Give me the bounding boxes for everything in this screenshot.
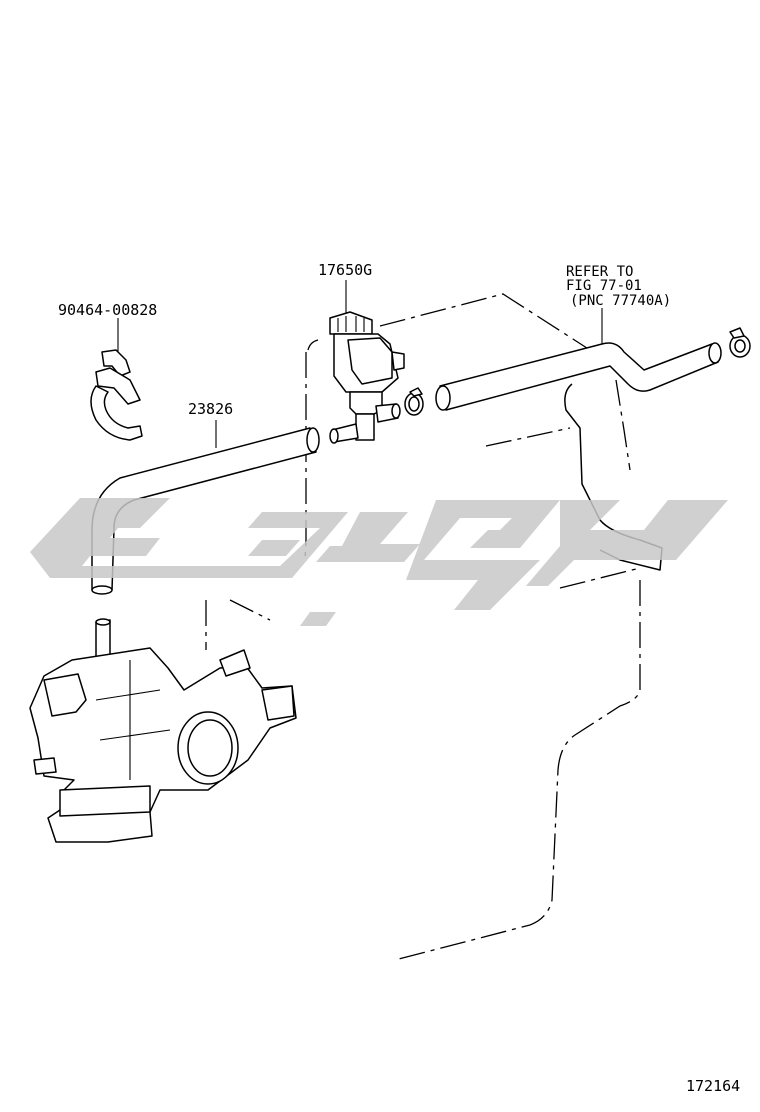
vsv-valve-17650g-icon[interactable]	[329, 311, 405, 444]
label-17650g[interactable]: 17650G	[318, 261, 372, 279]
brand-logo-watermark	[30, 498, 728, 626]
watermark-shape-4	[316, 512, 420, 562]
label-90464-00828[interactable]: 90464-00828	[58, 301, 157, 319]
watermark-shape-1	[30, 498, 348, 578]
clamp-90464-00828-icon[interactable]	[90, 349, 143, 441]
label-refer-line-1[interactable]: REFER TO	[566, 264, 633, 280]
label-refer-line-2[interactable]: FIG 77-01	[566, 278, 642, 294]
figure-number: 172164	[686, 1077, 740, 1095]
label-23826[interactable]: 23826	[188, 400, 233, 418]
hose-right-icon[interactable]	[435, 342, 722, 411]
hose-clamp-left-icon[interactable]	[404, 387, 424, 416]
watermark-shape-5	[406, 500, 560, 610]
phantom-lines	[205, 293, 641, 961]
hose-clamp-right-icon[interactable]	[729, 327, 751, 358]
leader-lines	[117, 280, 603, 448]
label-refer-line-3[interactable]: (PNC 77740A)	[570, 293, 671, 309]
throttle-body-icon[interactable]	[29, 618, 297, 843]
watermark-shape-3	[300, 612, 336, 626]
watermark-shape-6	[526, 500, 728, 586]
watermark-shape-2	[248, 540, 300, 556]
